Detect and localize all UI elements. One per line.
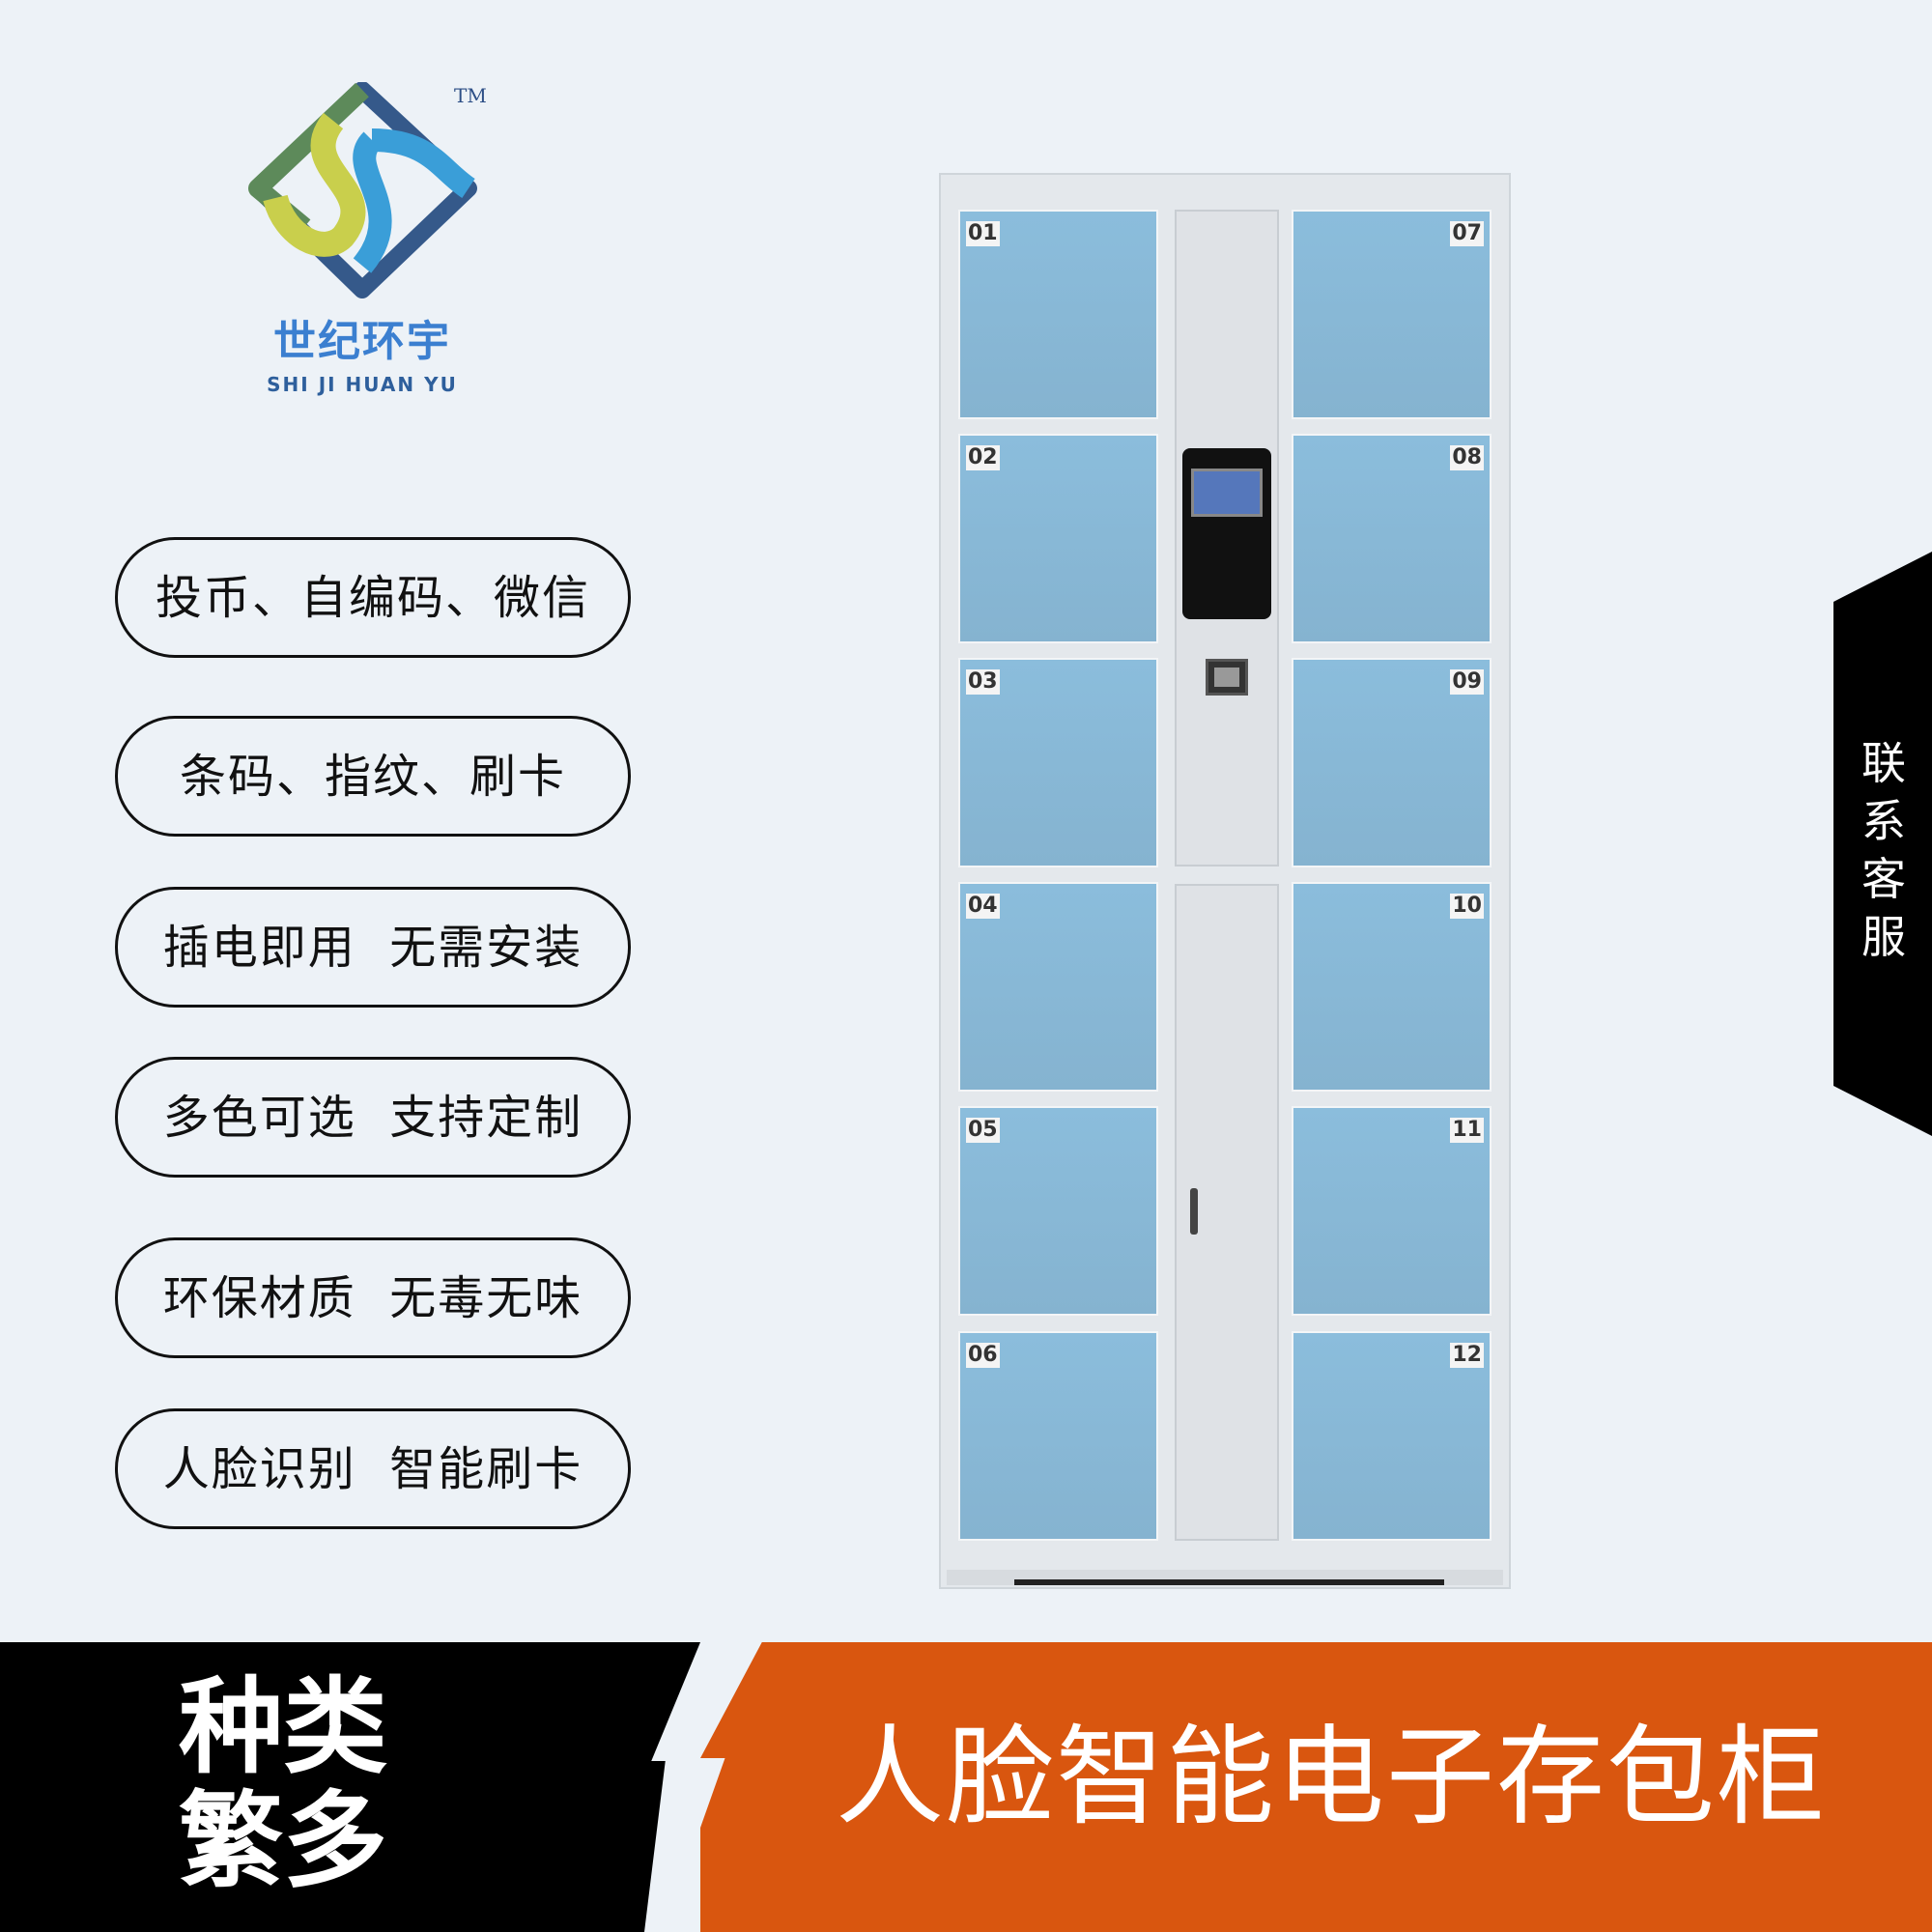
feature-pill-plug-and-play: 插电即用 无需安装: [115, 887, 631, 1008]
locker-door: 07: [1292, 210, 1492, 419]
locker-door: 06: [958, 1331, 1158, 1541]
locker-door: 10: [1292, 882, 1492, 1092]
contact-service-tab[interactable]: [1833, 552, 1932, 1136]
bottom-banner-right: [700, 1642, 1932, 1932]
contact-service-label[interactable]: 联系客服: [1861, 737, 1906, 963]
feature-pill-face-recognition: 人脸识别 智能刷卡: [115, 1408, 631, 1529]
door-number: 09: [1450, 669, 1484, 695]
slogan-line-1: 种类: [179, 1667, 388, 1788]
door-number: 07: [1450, 221, 1484, 246]
door-number: 04: [966, 894, 1000, 919]
feature-pill-material: 环保材质 无毒无味: [115, 1237, 631, 1358]
locker-door: 08: [1292, 434, 1492, 643]
cabinet-shadow: [1014, 1579, 1444, 1585]
door-number: 02: [966, 445, 1000, 470]
slogan-line-2: 繁多: [179, 1781, 388, 1902]
product-title: 人脸智能电子存包柜: [836, 1715, 1827, 1840]
door-number: 12: [1450, 1343, 1484, 1368]
locker-door: 12: [1292, 1331, 1492, 1541]
locker-door: 05: [958, 1106, 1158, 1316]
key-lock-icon: [1190, 1188, 1198, 1235]
brand-name-en: SHI JI HUAN YU: [267, 373, 458, 396]
door-number: 01: [966, 221, 1000, 246]
banner-slogan: 种类繁多: [179, 1671, 430, 1899]
feature-pill-access: 条码、指纹、刷卡: [115, 716, 631, 837]
door-number: 11: [1450, 1118, 1484, 1143]
locker-door: 04: [958, 882, 1158, 1092]
door-number: 06: [966, 1343, 1000, 1368]
door-number: 08: [1450, 445, 1484, 470]
touch-screen: [1191, 469, 1263, 517]
brand-name-cn: 世纪环宇: [273, 317, 451, 366]
locker-door: 09: [1292, 658, 1492, 867]
bottom-banner-left: [0, 1642, 700, 1932]
feature-pill-payment: 投币、自编码、微信: [115, 537, 631, 658]
door-number: 05: [966, 1118, 1000, 1143]
door-number: 03: [966, 669, 1000, 695]
trademark-mark: TM: [454, 84, 487, 107]
locker-door: 11: [1292, 1106, 1492, 1316]
locker-door: 02: [958, 434, 1158, 643]
feature-pill-colors: 多色可选 支持定制: [115, 1057, 631, 1178]
brand-logo: [248, 82, 477, 298]
locker-door: 03: [958, 658, 1158, 867]
door-number: 10: [1450, 894, 1484, 919]
card-reader-icon: [1206, 659, 1248, 696]
locker-door: 01: [958, 210, 1158, 419]
locker-cabinet: 01 02 03 04 05 06 07 08 09 10 11 12: [939, 173, 1511, 1589]
